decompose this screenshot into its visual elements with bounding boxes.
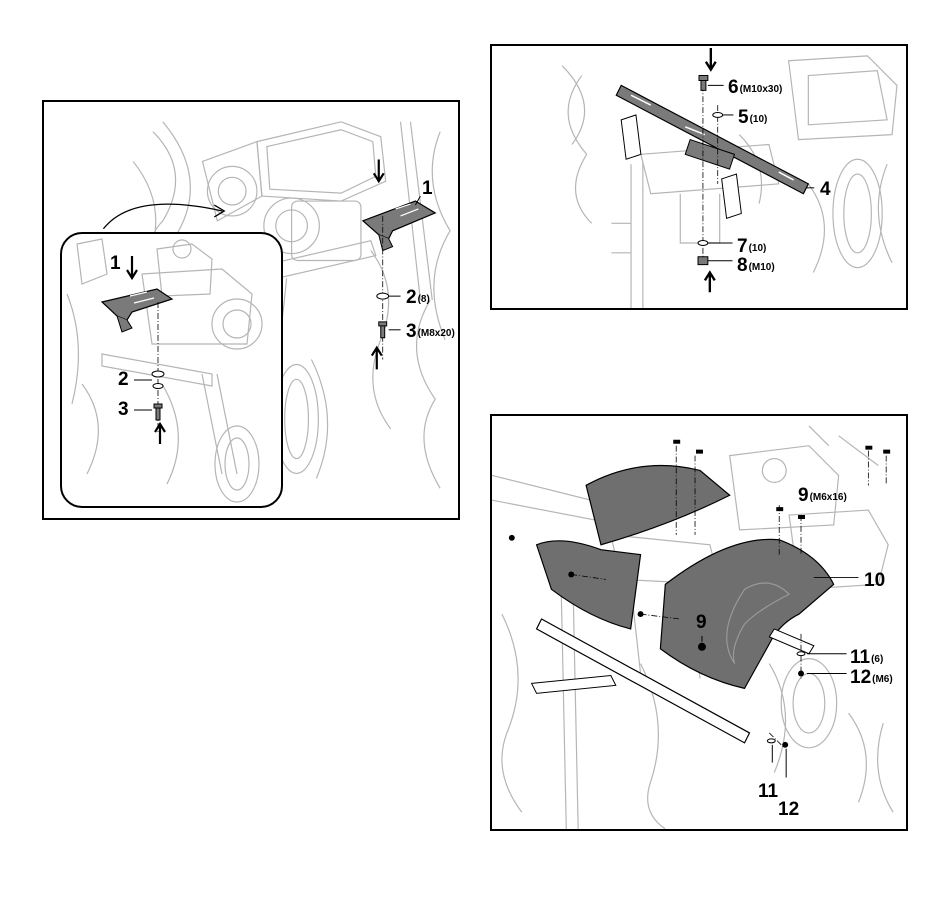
callout-bolt-m10x30: 6(M10x30) <box>728 78 782 97</box>
callout-fender-bolt: 9(M6x16) <box>798 486 847 505</box>
callout-bolt: 3(M8x20) <box>406 322 455 341</box>
callout-washer-lower: 11 <box>758 782 778 801</box>
callout-nut-m6: 12(M6) <box>850 668 893 687</box>
callout-nut-m10: 8(M10) <box>737 256 775 275</box>
callout-washer-6: 11(6) <box>850 648 883 667</box>
callout-bracket: 1 <box>422 179 433 198</box>
callout-crossbar: 4 <box>820 180 831 199</box>
panel-crossbar-mounting: 6(M10x30) 5(10) 4 7(10) 8(M10) <box>490 44 908 310</box>
callout-fender-bolt-front: 9 <box>696 613 707 632</box>
callout-washer-10-top: 5(10) <box>738 108 767 127</box>
callout-nut-lower: 12 <box>778 800 799 819</box>
inset-drawing <box>62 234 281 506</box>
callout-washer-10-bottom: 7(10) <box>737 237 766 256</box>
crossbar-drawing <box>492 46 906 308</box>
inset-callout-bolt: 3 <box>118 400 129 419</box>
callout-fender: 10 <box>864 571 885 590</box>
inset-callout-bracket: 1 <box>110 254 121 273</box>
panel-bracket-mounting: 1 2(8) 3(M8x20) <box>42 100 460 520</box>
inset-callout-washer: 2 <box>118 370 129 389</box>
inset-detail-view: 1 2 3 <box>60 232 283 508</box>
callout-washer: 2(8) <box>406 288 430 307</box>
panel-fender-mounting: 9(M6x16) 10 9 11(6) 12(M6) 11 12 <box>490 414 908 831</box>
